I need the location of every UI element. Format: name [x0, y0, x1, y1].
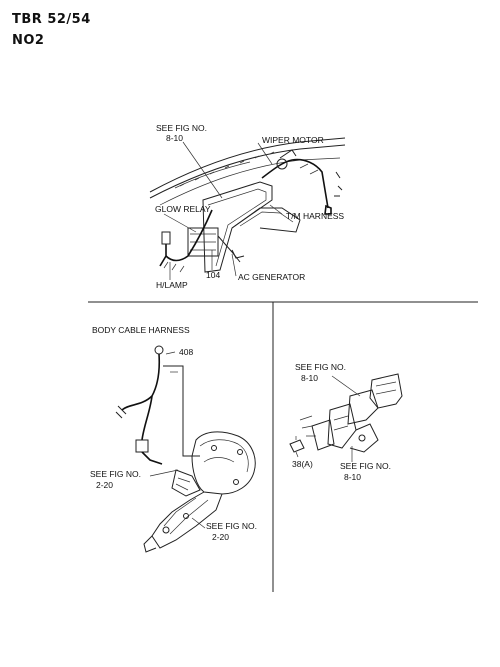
part-38a-label: 38(A) [292, 459, 313, 469]
see-fig-label-1: SEE FIG NO. [156, 123, 207, 133]
see-fig-number-1: 8-10 [166, 133, 183, 143]
see-fig-label-d: SEE FIG NO. [340, 461, 391, 471]
see-fig-label-b: SEE FIG NO. [206, 521, 257, 531]
see-fig-number-b: 2-20 [212, 532, 229, 542]
see-fig-number-d: 8-10 [344, 472, 361, 482]
pedal-bracket-drawing [289, 373, 403, 462]
body-cable-harness-label: BODY CABLE HARNESS [92, 325, 190, 335]
see-fig-number-c: 8-10 [301, 373, 318, 383]
part-408-label: 408 [179, 347, 193, 357]
code-header: NO2 [12, 33, 45, 48]
wiper-motor-label: WIPER MOTOR [262, 135, 324, 145]
transmission-drawing [115, 345, 256, 553]
part-104-label: 104 [206, 270, 220, 280]
model-header: TBR 52/54 [12, 12, 91, 27]
see-fig-number-a: 2-20 [96, 480, 113, 490]
tm-harness-label: T/M HARNESS [286, 211, 344, 221]
see-fig-label-a: SEE FIG NO. [90, 469, 141, 479]
engine-bay-drawing [149, 137, 346, 280]
h-lamp-label: H/LAMP [156, 280, 188, 290]
see-fig-label-c: SEE FIG NO. [295, 362, 346, 372]
glow-relay-label: GLOW RELAY [155, 204, 211, 214]
ac-generator-label: AC GENERATOR [238, 272, 305, 282]
